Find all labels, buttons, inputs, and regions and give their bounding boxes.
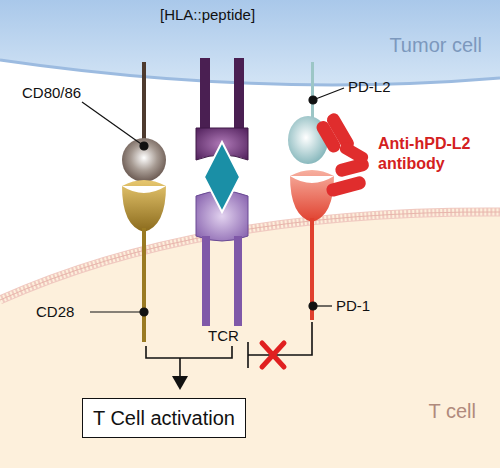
process-box: T Cell activation	[82, 398, 246, 438]
node-text: Tumor cell	[389, 34, 482, 57]
molecule-label: CD80/86	[22, 84, 81, 101]
molecule-label: CD28	[36, 303, 74, 320]
node-text: T Cell activation	[93, 406, 235, 430]
t-cell-band: T cell T Cell activation	[0, 230, 500, 468]
molecule-label: PD-1	[336, 297, 370, 314]
antibody-label: Anti-hPD-L2 antibody	[378, 134, 490, 174]
molecule-label: [HLA::peptide]	[160, 6, 255, 23]
molecule-label: TCR	[208, 327, 239, 344]
node-text: T cell	[429, 400, 476, 423]
molecule-label: PD-L2	[348, 78, 391, 95]
